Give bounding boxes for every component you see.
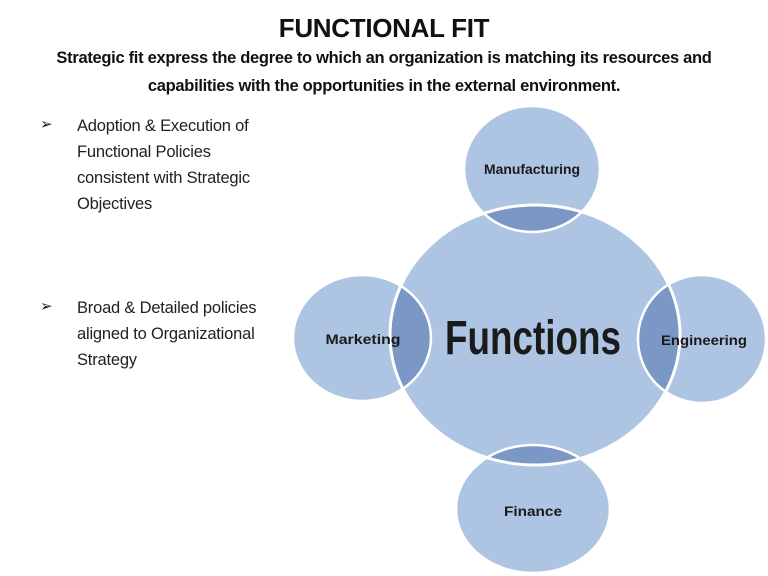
- bullet-text-2: Broad & Detailed policies aligned to Org…: [77, 299, 257, 369]
- node-label-marketing: Marketing: [326, 331, 401, 347]
- node-outline-engineering: [636, 273, 768, 405]
- central-circle-outline: [388, 203, 682, 467]
- node-outline-finance: [454, 443, 612, 575]
- page-title: FUNCTIONAL FIT: [278, 13, 490, 43]
- slide-subtitle: Strategic fit express the degree to whic…: [56, 49, 712, 95]
- node-label-manufacturing: Manufacturing: [484, 161, 580, 177]
- central-circle: [390, 205, 680, 465]
- node-outline-marketing: [291, 273, 433, 403]
- bullet-item-1: ➢ Adoption & Execution of Functional Pol…: [40, 113, 290, 217]
- node-outline-manufacturing: [462, 104, 602, 234]
- bullet-text-1: Adoption & Execution of Functional Polic…: [77, 117, 250, 213]
- node-circle-finance: [456, 445, 610, 573]
- bullet-item-2: ➢ Broad & Detailed policies aligned to O…: [40, 295, 290, 373]
- node-circle-manufacturing: [464, 106, 600, 232]
- bullet-list: ➢ Adoption & Execution of Functional Pol…: [40, 113, 290, 373]
- arrow-bullet-icon: ➢: [40, 116, 53, 133]
- arrow-bullet-icon: ➢: [40, 298, 53, 315]
- node-label-engineering: Engineering: [661, 332, 747, 348]
- overlap-engineering: [638, 275, 680, 403]
- central-label: Functions: [445, 312, 621, 365]
- node-label-finance: Finance: [504, 503, 562, 519]
